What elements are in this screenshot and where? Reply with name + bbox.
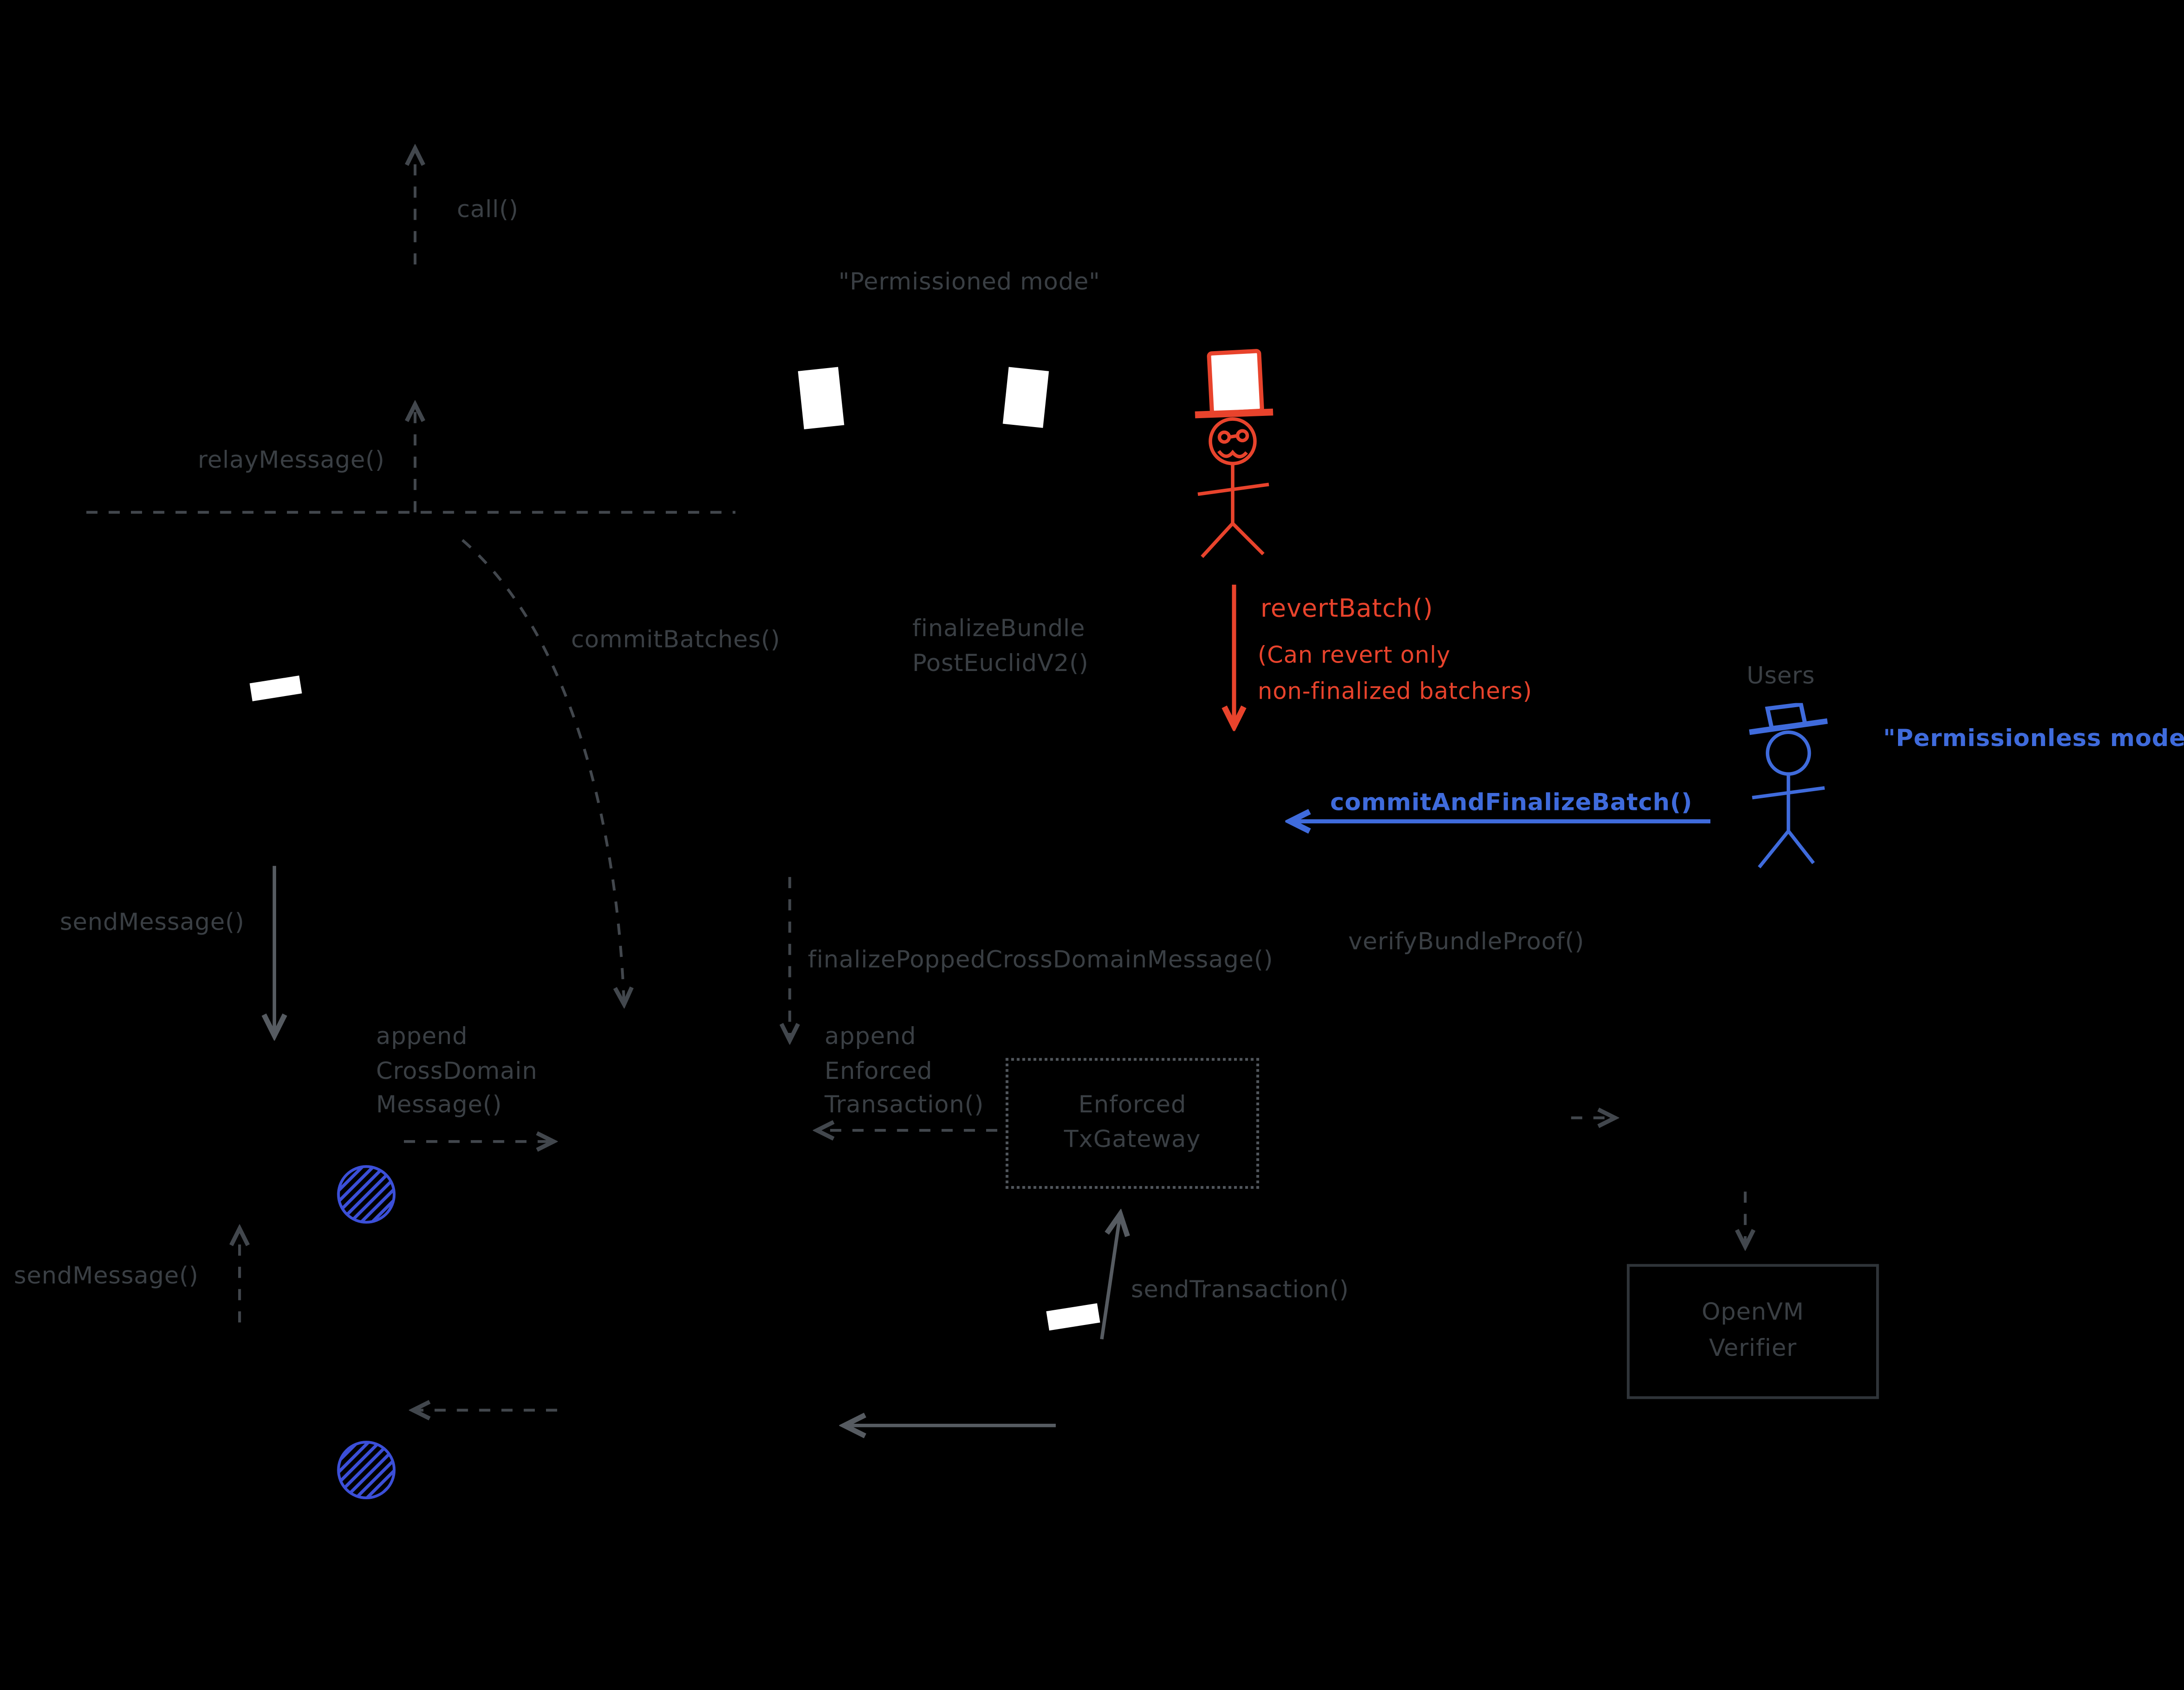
commit-batches-curve-arrow [461, 539, 624, 1002]
permissionless-mode-label: "Permissionless mode" [1883, 725, 2184, 753]
verify-bundle-proof-label: verifyBundleProof() [1348, 928, 1584, 956]
enforced-tx-gateway-label: TxGateway [1064, 1126, 1201, 1154]
user-figure-icon [1749, 703, 1828, 868]
append-enforced-line: Transaction() [824, 1091, 984, 1120]
revert-batch-note-line: non-finalized batchers) [1257, 678, 1533, 705]
append-cross-domain-label: append CrossDomain Message() [376, 1020, 538, 1123]
append-cross-domain-line: Message() [376, 1091, 502, 1120]
append-enforced-line: append [824, 1023, 916, 1051]
commit-and-finalize-batch-label: commitAndFinalizeBatch() [1330, 789, 1693, 818]
openvm-verifier-label: Verifier [1709, 1334, 1797, 1363]
token-icon [337, 1165, 396, 1224]
finalize-bundle-line: finalizeBundle [912, 615, 1085, 643]
relay-message-label: relayMessage() [197, 447, 385, 475]
permissioned-mode-label: "Permissioned mode" [838, 268, 1100, 297]
sequencer-figure-icon [1195, 349, 1273, 558]
append-enforced-line: Enforced [824, 1057, 933, 1086]
openvm-verifier-box: OpenVM Verifier [1627, 1264, 1879, 1399]
finalize-bundle-label: finalizeBundle PostEuclidV2() [912, 612, 1089, 681]
white-block-icon [1003, 367, 1049, 428]
finalize-popped-label: finalizePoppedCrossDomainMessage() [808, 946, 1273, 975]
revert-batch-note-line: (Can revert only [1257, 642, 1451, 668]
append-cross-domain-line: CrossDomain [376, 1057, 538, 1086]
enforced-tx-gateway-box: Enforced TxGateway [1005, 1058, 1260, 1189]
revert-batch-note: (Can revert only non-finalized batchers) [1258, 637, 1532, 711]
users-label: Users [1747, 663, 1815, 691]
commit-batches-label: commitBatches() [571, 626, 781, 654]
send-transaction-arrow [1100, 1216, 1120, 1340]
openvm-verifier-label: OpenVM [1701, 1299, 1804, 1327]
finalize-bundle-line: PostEuclidV2() [912, 650, 1089, 678]
append-cross-domain-line: append [376, 1023, 468, 1051]
revert-batch-label: revertBatch() [1260, 594, 1433, 624]
token-icon [337, 1441, 396, 1500]
append-enforced-label: append Enforced Transaction() [824, 1020, 984, 1123]
white-block-icon [798, 367, 844, 430]
send-message-bottom-label: sendMessage() [14, 1262, 199, 1291]
send-transaction-label: sendTransaction() [1131, 1276, 1349, 1304]
call-label: call() [457, 196, 519, 224]
enforced-tx-gateway-label: Enforced [1078, 1090, 1187, 1119]
send-message-top-label: sendMessage() [60, 909, 245, 937]
